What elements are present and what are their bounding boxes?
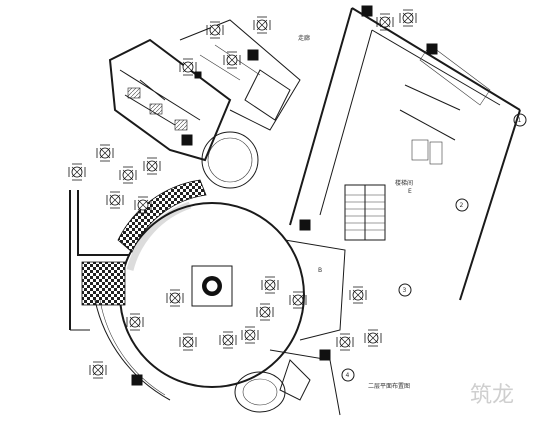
watermark-text: 筑龙 — [470, 383, 514, 408]
axis-marker-4: 4 — [346, 372, 350, 379]
lobby-circle — [201, 131, 259, 189]
south-rooms — [234, 239, 346, 416]
stair-block: 楼梯间 — [344, 179, 413, 241]
rotunda — [119, 201, 305, 388]
axis-marker-1: 1 — [518, 117, 522, 124]
axis-markers: 1 2 3 4 — [341, 113, 527, 382]
left-walls — [69, 190, 171, 401]
stair-tag: E — [408, 188, 412, 195]
room-tag: B — [318, 267, 322, 274]
columns — [131, 5, 438, 386]
axis-marker-3: 3 — [403, 287, 407, 294]
furniture-symbols — [68, 9, 417, 379]
axis-marker-2: 2 — [460, 202, 464, 209]
stair-note: 楼梯间 — [395, 179, 413, 187]
bottom-caption: 二层平面布置图 — [368, 382, 410, 390]
east-wing — [289, 7, 521, 301]
corridor-note: 走廊 — [298, 34, 310, 42]
west-rooms — [108, 19, 301, 162]
